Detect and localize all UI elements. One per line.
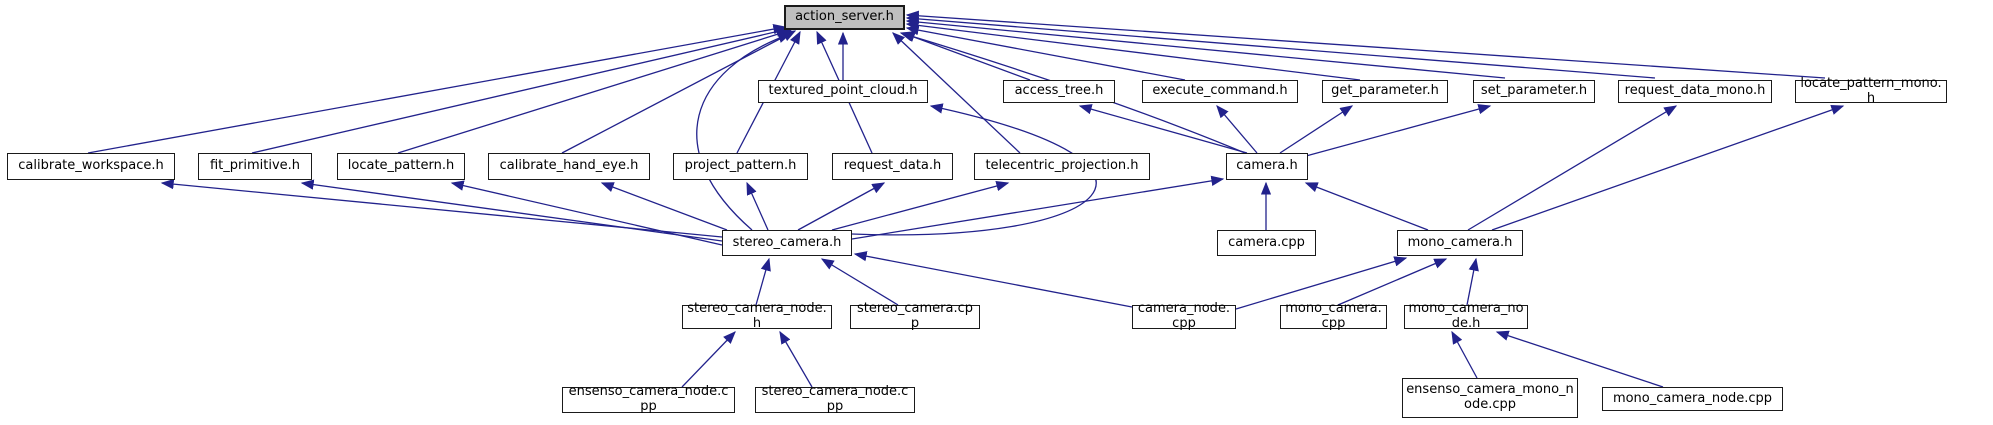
node-label: project_pattern.h — [684, 158, 797, 174]
node-action-server-h[interactable]: action_server.h — [784, 5, 905, 30]
node-label: fit_primitive.h — [209, 158, 301, 174]
edge-stereo_camera-fit_primitive — [300, 179, 723, 242]
edge-locate_pattern_mono-action_server — [905, 10, 1826, 79]
node-ensenso-camera-mono-node-cpp[interactable]: ensenso_camera_mono_node.cpp — [1402, 378, 1578, 418]
edge-set_parameter-action_server — [905, 16, 1506, 79]
edge-mono_camera_node_h-mono_camera — [1466, 257, 1479, 306]
node-label: stereo_camera.cpp — [857, 301, 973, 331]
edge-stereo_camera-telecentric_projection — [831, 180, 1010, 231]
edge-calibrate_workspace-action_server — [87, 23, 787, 154]
node-mono-camera-node-cpp[interactable]: mono_camera_node.cpp — [1602, 387, 1783, 411]
node-label: set_parameter.h — [1480, 83, 1588, 99]
edge-get_parameter-action_server — [905, 20, 1361, 81]
node-label: mono_camera_node.cpp — [1612, 390, 1773, 406]
node-stereo-camera-cpp[interactable]: stereo_camera.cpp — [850, 301, 980, 331]
node-stereo-camera-node-cpp[interactable]: stereo_camera_node.cpp — [755, 384, 915, 414]
edge-execute_command-action_server — [905, 25, 1186, 81]
node-label: request_data_mono.h — [1624, 83, 1766, 99]
edge-camera_h-get_parameter — [1279, 105, 1354, 154]
edge-stereo_camera-request_data — [797, 182, 886, 231]
node-label: calibrate_hand_eye.h — [499, 158, 639, 174]
node-camera-node-cpp[interactable]: camera_node.cpp — [1132, 301, 1236, 331]
node-calibrate-hand-eye-h[interactable]: calibrate_hand_eye.h — [488, 153, 650, 180]
edge-camera_h-execute_command — [1216, 105, 1258, 154]
node-camera-h[interactable]: camera.h — [1226, 153, 1308, 180]
node-project-pattern-h[interactable]: project_pattern.h — [673, 153, 808, 180]
node-label: camera_node.cpp — [1137, 301, 1231, 331]
node-label: access_tree.h — [1014, 83, 1104, 99]
node-locate-pattern-mono-h[interactable]: locate_pattern_mono.h — [1795, 76, 1947, 105]
node-textured-point-cloud-h[interactable]: textured_point_cloud.h — [758, 80, 928, 103]
edge-stereo_camera_cpp-stereo_camera — [820, 258, 899, 306]
node-label: locate_pattern_mono.h — [1800, 75, 1942, 106]
node-label: request_data.h — [843, 158, 942, 174]
edge-calibrate_hand_eye-action_server — [561, 30, 797, 154]
edge-stereo_camera-action_server — [696, 33, 792, 231]
node-calibrate-workspace-h[interactable]: calibrate_workspace.h — [7, 153, 175, 180]
edge-stereo_camera-project_pattern — [746, 181, 769, 231]
node-label: locate_pattern.h — [347, 158, 455, 174]
edge-fit_primitive-action_server — [251, 26, 790, 154]
node-label: camera.cpp — [1228, 234, 1305, 250]
edge-mono_camera-request_data_mono — [1467, 105, 1678, 231]
edge-camera_h-set_parameter — [1305, 104, 1492, 157]
node-mono-camera-h[interactable]: mono_camera.h — [1397, 230, 1523, 256]
node-fit-primitive-h[interactable]: fit_primitive.h — [198, 153, 312, 180]
edge-camera_node_cpp-mono_camera — [1235, 256, 1408, 310]
edge-stereo_camera-textured_point_cloud — [851, 103, 1097, 236]
edge-mono_camera-locate_pattern_mono — [1491, 104, 1845, 231]
edge-locate_pattern-action_server — [397, 28, 793, 154]
edge-camera_h-access_tree — [1078, 104, 1248, 154]
node-label: stereo_camera.h — [732, 234, 842, 250]
edge-camera_node_cpp-stereo_camera — [853, 251, 1133, 308]
edge-stereo_camera-camera_h — [851, 175, 1225, 240]
node-label: ensenso_camera_mono_node.cpp — [1406, 382, 1574, 412]
node-access-tree-h[interactable]: access_tree.h — [1003, 80, 1115, 103]
node-telecentric-projection-h[interactable]: telecentric_projection.h — [974, 153, 1150, 180]
edge-stereo_camera_node_h-stereo_camera — [755, 257, 771, 306]
node-label: mono_camera.cpp — [1285, 301, 1382, 331]
node-label: action_server.h — [795, 9, 894, 25]
edge-telecentric_projection-action_server — [892, 32, 1021, 154]
edge-request_data_mono-action_server — [905, 13, 1656, 79]
node-stereo-camera-h[interactable]: stereo_camera.h — [722, 230, 852, 256]
node-ensenso-camera-node-cpp[interactable]: ensenso_camera_node.cpp — [562, 384, 735, 414]
node-label: stereo_camera_node.cpp — [761, 384, 909, 414]
node-camera-cpp[interactable]: camera.cpp — [1217, 230, 1316, 256]
node-label: get_parameter.h — [1331, 83, 1439, 99]
node-label: mono_camera.h — [1407, 234, 1513, 250]
node-label: stereo_camera_node.h — [687, 301, 827, 331]
node-label: calibrate_workspace.h — [18, 158, 164, 174]
edge-mono_camera_cpp-mono_camera — [1337, 258, 1448, 306]
node-request-data-h[interactable]: request_data.h — [832, 153, 953, 180]
edge-ensenso_camera_mono_node_cpp-mono_camera_node_h — [1451, 330, 1478, 379]
node-label: execute_command.h — [1152, 83, 1288, 99]
node-locate-pattern-h[interactable]: locate_pattern.h — [337, 153, 465, 180]
edge-stereo_camera-locate_pattern — [450, 180, 723, 246]
node-mono-camera-node-h[interactable]: mono_camera_node.h — [1404, 301, 1528, 331]
node-label: mono_camera_node.h — [1408, 301, 1524, 331]
node-label: ensenso_camera_node.cpp — [568, 384, 729, 414]
edge-ensenso_camera_node_cpp-stereo_camera_node_h — [681, 331, 736, 388]
node-get-parameter-h[interactable]: get_parameter.h — [1322, 80, 1448, 103]
node-request-data-mono-h[interactable]: request_data_mono.h — [1618, 80, 1772, 103]
edge-stereo_camera-calibrate_hand_eye — [600, 182, 728, 231]
node-stereo-camera-node-h[interactable]: stereo_camera_node.h — [682, 301, 832, 331]
node-mono-camera-cpp[interactable]: mono_camera.cpp — [1280, 301, 1387, 331]
edge-mono_camera-camera_h — [1304, 182, 1429, 231]
edge-stereo_camera_node_cpp-stereo_camera_node_h — [779, 330, 813, 388]
node-execute-command-h[interactable]: execute_command.h — [1142, 80, 1298, 103]
node-label: textured_point_cloud.h — [768, 83, 918, 99]
edge-mono_camera_node_cpp-mono_camera_node_h — [1495, 330, 1664, 388]
edge-access_tree-action_server — [901, 32, 1031, 81]
node-label: telecentric_projection.h — [985, 158, 1139, 174]
node-set-parameter-h[interactable]: set_parameter.h — [1473, 80, 1595, 103]
node-label: camera.h — [1236, 158, 1298, 174]
